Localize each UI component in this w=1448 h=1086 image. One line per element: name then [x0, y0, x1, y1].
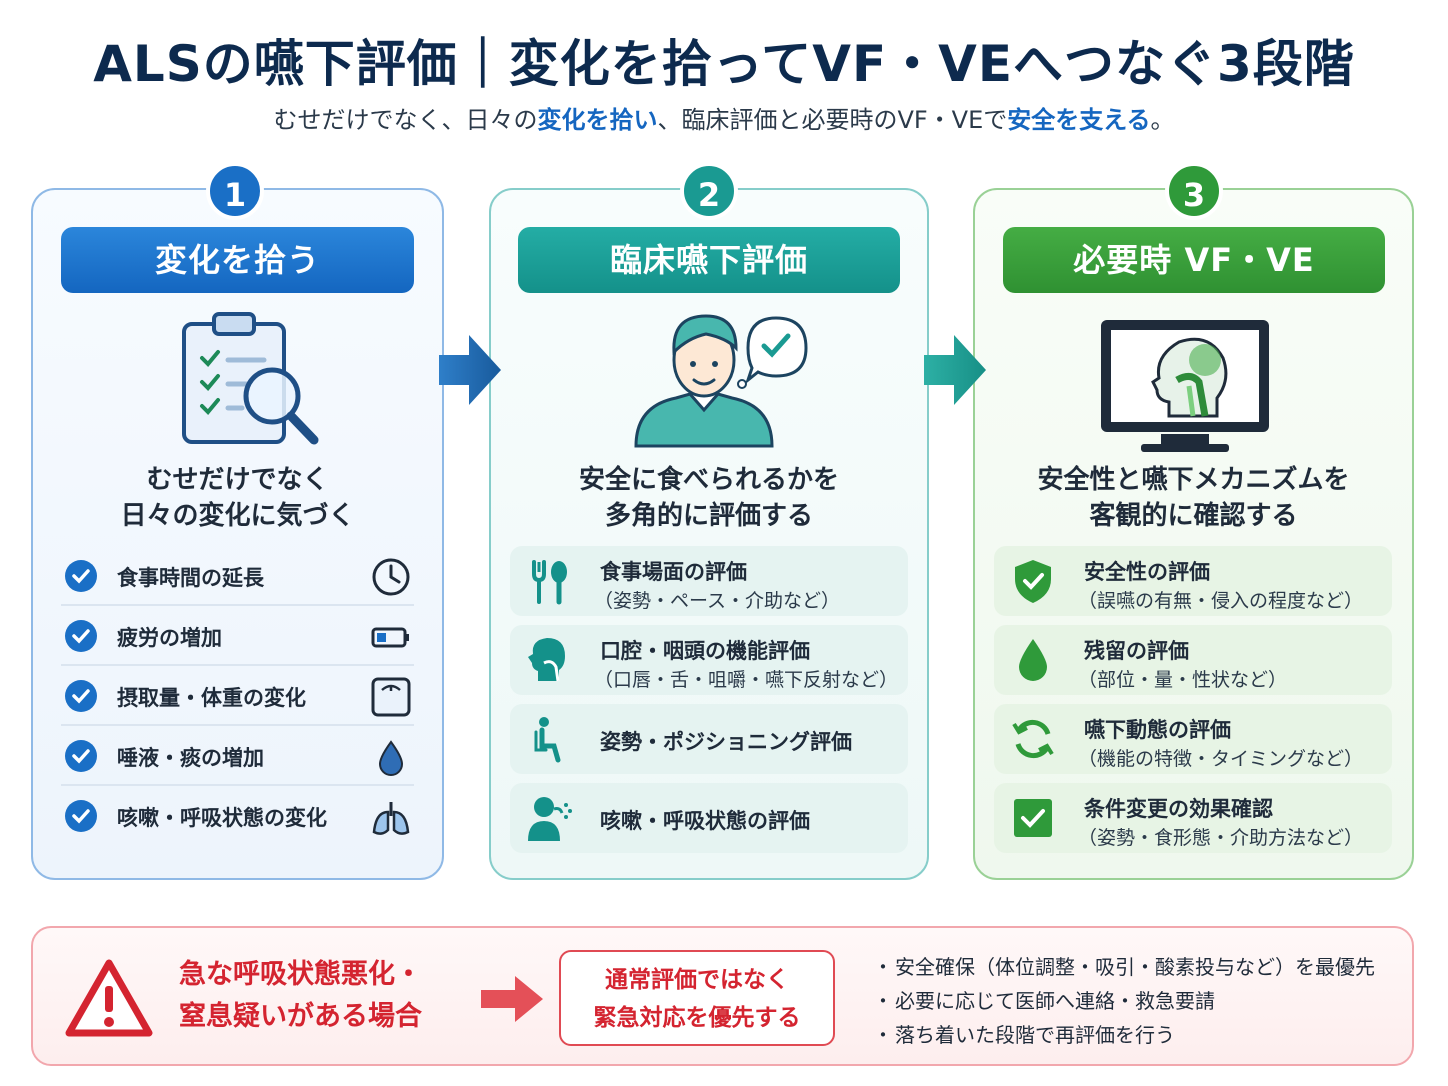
shield-check-icon: [1015, 560, 1051, 603]
step2-description: 安全に食べられるかを 多角的に評価する: [489, 462, 929, 534]
coughing-person-icon: [528, 797, 572, 841]
list-item: 唾液・痰の増加: [61, 726, 414, 786]
warning-icon: [65, 959, 153, 1037]
list-item-label: 唾液・痰の増加: [117, 746, 264, 770]
step2-number: 2: [680, 162, 738, 220]
checkbox-icon: [1014, 799, 1052, 837]
alert-action-line: 緊急対応を優先する: [593, 1005, 801, 1031]
step1-description: むせだけでなく 日々の変化に気づく: [31, 462, 444, 534]
subtitle-highlight: 変化を拾い: [537, 106, 658, 134]
card-title: 咳嗽・呼吸状態の評価: [600, 809, 810, 833]
battery-low-icon: [371, 627, 409, 648]
page-title: ALSの嚥下評価｜変化を拾ってVF・VEへつなぐ3段階: [93, 35, 1355, 93]
droplet-icon: [1019, 639, 1047, 681]
droplet-icon: [378, 740, 404, 776]
desc-line: 客観的に確認する: [1089, 501, 1298, 531]
check-circle-icon: [65, 740, 97, 772]
step2-card: 咳嗽・呼吸状態の評価: [510, 783, 908, 853]
step3-card: 残留の評価 （部位・量・性状など）: [994, 625, 1392, 695]
clock-icon: [372, 558, 410, 596]
step2-heading: 臨床嚥下評価: [518, 227, 900, 293]
list-item-label: 食事時間の延長: [117, 566, 264, 590]
step1-number: 1: [206, 162, 264, 220]
alert-condition: 急な呼吸状態悪化・ 窒息疑いがある場合: [179, 954, 422, 1038]
list-item: 摂取量・体重の変化: [61, 666, 414, 726]
alert-action-line: 通常評価ではなく: [605, 967, 789, 993]
check-circle-icon: [65, 560, 97, 592]
desc-line: 安全に食べられるかを: [578, 465, 839, 495]
step3-card: 条件変更の効果確認 （姿勢・食形態・介助方法など）: [994, 783, 1392, 853]
alert-bullet-list: 安全確保（体位調整・吸引・酸素投与など）を最優先 必要に応じて医師へ連絡・救急要…: [873, 950, 1375, 1052]
list-item: 安全確保（体位調整・吸引・酸素投与など）を最優先: [873, 950, 1375, 984]
check-circle-icon: [65, 800, 97, 832]
check-circle-icon: [65, 680, 97, 712]
step3-card: 安全性の評価 （誤嚥の有無・侵入の程度など）: [994, 546, 1392, 616]
step-arrow-icon: [439, 335, 501, 405]
subtitle-text: 、臨床評価と必要時のVF・VEで: [657, 106, 1008, 134]
list-item: 食事時間の延長: [61, 546, 414, 606]
page-subtitle: むせだけでなく、日々の変化を拾い、臨床評価と必要時のVF・VEで安全を支える。: [0, 100, 1448, 135]
step2-card: 口腔・咽頭の機能評価 （口唇・舌・咀嚼・嚥下反射など）: [510, 625, 908, 695]
step1-panel: [31, 188, 444, 880]
list-item: 落ち着いた段階で再評価を行う: [873, 1018, 1375, 1052]
subtitle-text: 。: [1150, 106, 1175, 134]
step-arrow-icon: [924, 335, 986, 405]
card-detail: （姿勢・ペース・介助など）: [594, 590, 841, 612]
lungs-icon: [372, 802, 410, 835]
seated-person-icon: [534, 717, 561, 763]
list-item: 疲労の増加: [61, 606, 414, 666]
alert-condition-line: 窒息疑いがある場合: [179, 1001, 422, 1032]
card-title: 食事場面の評価: [600, 560, 747, 584]
desc-line: むせだけでなく: [146, 465, 329, 495]
fork-spoon-icon: [532, 560, 567, 605]
person-speech-check-icon: [634, 314, 808, 448]
card-detail: （姿勢・食形態・介助方法など）: [1078, 827, 1364, 849]
step1-heading: 変化を拾う: [61, 227, 414, 293]
step2-card: 食事場面の評価 （姿勢・ペース・介助など）: [510, 546, 908, 616]
step3-number: 3: [1165, 162, 1223, 220]
card-title: 条件変更の効果確認: [1084, 797, 1273, 821]
subtitle-highlight: 安全を支える: [1007, 106, 1151, 134]
list-item-label: 摂取量・体重の変化: [117, 686, 306, 710]
emergency-alert: 急な呼吸状態悪化・ 窒息疑いがある場合 通常評価ではなく 緊急対応を優先する 安…: [31, 926, 1414, 1066]
alert-action-box: 通常評価ではなく 緊急対応を優先する: [559, 950, 835, 1046]
card-title: 嚥下動態の評価: [1084, 718, 1231, 742]
list-item-label: 疲労の増加: [117, 626, 222, 650]
head-throat-icon: [528, 638, 565, 682]
scale-icon: [371, 677, 411, 717]
desc-line: 安全性と嚥下メカニズムを: [1037, 465, 1350, 495]
clipboard-magnifier-icon: [182, 312, 319, 445]
list-item: 必要に応じて医師へ連絡・救急要請: [873, 984, 1375, 1018]
card-detail: （機能の特徴・タイミングなど）: [1078, 748, 1364, 770]
step3-heading: 必要時 VF・VE: [1003, 227, 1385, 293]
alert-condition-line: 急な呼吸状態悪化・: [179, 959, 422, 990]
step3-card: 嚥下動態の評価 （機能の特徴・タイミングなど）: [994, 704, 1392, 774]
cycle-arrows-icon: [1012, 719, 1054, 759]
alert-arrow-icon: [481, 976, 543, 1022]
card-detail: （口唇・舌・咀嚼・嚥下反射など）: [594, 669, 899, 691]
card-title: 残留の評価: [1084, 639, 1189, 663]
desc-line: 多角的に評価する: [604, 501, 813, 531]
card-title: 安全性の評価: [1084, 560, 1210, 584]
subtitle-text: むせだけでなく、日々の: [273, 106, 538, 134]
card-detail: （誤嚥の有無・侵入の程度など）: [1078, 590, 1364, 612]
desc-line: 日々の変化に気づく: [120, 501, 355, 531]
monitor-xray-head-icon: [1101, 320, 1269, 452]
step2-card: 姿勢・ポジショニング評価: [510, 704, 908, 774]
check-circle-icon: [65, 620, 97, 652]
card-title: 口腔・咽頭の機能評価: [600, 639, 810, 663]
card-title: 姿勢・ポジショニング評価: [600, 730, 852, 754]
card-detail: （部位・量・性状など）: [1078, 669, 1288, 691]
list-item: 咳嗽・呼吸状態の変化: [61, 786, 414, 846]
list-item-label: 咳嗽・呼吸状態の変化: [117, 806, 327, 830]
step3-description: 安全性と嚥下メカニズムを 客観的に確認する: [973, 462, 1414, 534]
